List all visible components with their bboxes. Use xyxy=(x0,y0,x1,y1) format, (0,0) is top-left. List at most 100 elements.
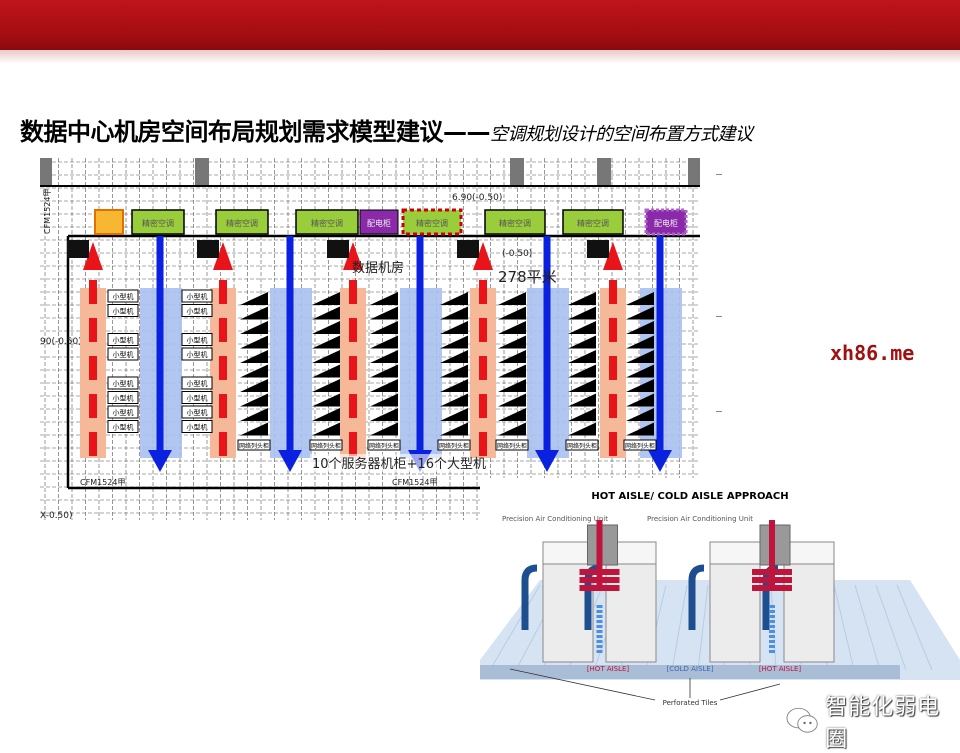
slide-title: 数据中心机房空间布局规划需求模型建议——空调规划设计的空间布置方式建议 xyxy=(20,112,753,147)
server-rack xyxy=(568,350,596,363)
server-rack xyxy=(312,379,340,392)
server-rack xyxy=(498,393,526,407)
crac-unit xyxy=(295,209,359,235)
server-rack xyxy=(498,306,526,320)
floor-tile-line xyxy=(833,584,855,671)
server-rack xyxy=(370,335,398,349)
server-rack xyxy=(312,422,340,436)
small-server-label: 小型机 xyxy=(187,292,208,301)
server-rack xyxy=(498,422,526,436)
structural-column xyxy=(195,158,209,186)
hot-air-return-arrow-icon xyxy=(579,520,620,591)
server-rack xyxy=(626,379,654,392)
server-rack xyxy=(370,350,398,363)
note-bg xyxy=(310,454,470,472)
network-cabinet xyxy=(309,439,343,451)
structural-column xyxy=(688,158,700,186)
rack-top xyxy=(783,541,835,565)
hot-air-arrow-up-icon xyxy=(83,242,103,270)
small-server-rack xyxy=(181,304,213,317)
rack-top xyxy=(709,541,761,565)
server-rack xyxy=(626,393,654,407)
small-server-label: 小型机 xyxy=(113,292,134,301)
header-banner xyxy=(0,0,960,50)
server-rack xyxy=(240,306,268,320)
network-cabinet-label-box xyxy=(587,240,609,258)
ups-cabinet xyxy=(359,209,399,235)
network-cabinet xyxy=(623,439,657,451)
network-cabinet-label-box xyxy=(457,240,479,258)
elevation-label: X-0.50) xyxy=(40,511,73,520)
server-rack xyxy=(440,408,468,421)
small-server-label: 小型机 xyxy=(187,408,208,417)
structural-column xyxy=(40,158,52,186)
server-rack xyxy=(626,364,654,378)
server-rack xyxy=(498,364,526,378)
hot-aisle-label: [HOT AISLE] xyxy=(759,665,802,673)
small-server-label: 小型机 xyxy=(113,307,134,316)
server-rack xyxy=(440,422,468,436)
server-rack xyxy=(240,393,268,407)
server-rack xyxy=(626,408,654,421)
server-rack xyxy=(312,350,340,363)
small-server-label: 小型机 xyxy=(113,394,134,403)
server-rack xyxy=(240,364,268,378)
capacity-note: 10个服务器机柜+16个大型机 xyxy=(312,456,486,472)
title-separator: —— xyxy=(443,118,491,146)
small-server-rack xyxy=(107,347,139,361)
floor-tile-line xyxy=(854,584,881,671)
brand-text: 智能化弱电圈 xyxy=(825,695,941,752)
small-server-label: 小型机 xyxy=(187,336,208,345)
floor-tile-line xyxy=(875,584,907,671)
network-cabinet xyxy=(495,439,529,451)
server-rack xyxy=(440,321,468,334)
power-cabinet xyxy=(94,209,124,235)
hot-air-arrow-up-icon xyxy=(213,242,233,270)
small-server-rack xyxy=(181,333,213,346)
side-tick xyxy=(716,174,722,175)
rack-top xyxy=(542,541,594,565)
hot-aisle-label: [HOT AISLE] xyxy=(587,665,630,673)
small-server-rack xyxy=(107,405,139,419)
door-label: CFM1524甲 xyxy=(392,478,437,487)
server-rack xyxy=(626,321,654,334)
server-rack xyxy=(370,408,398,421)
small-server-label: 小型机 xyxy=(113,408,134,417)
structural-column xyxy=(510,158,524,186)
elevation-label: (-0.50) xyxy=(502,249,532,259)
server-rack xyxy=(440,292,468,305)
ups-label: 配电柜 xyxy=(367,218,391,228)
small-server-label: 小型机 xyxy=(187,350,208,359)
server-rack xyxy=(240,379,268,392)
small-server-label: 小型机 xyxy=(113,423,134,432)
structural-column xyxy=(597,158,611,186)
small-server-label: 小型机 xyxy=(187,379,208,388)
small-server-label: 小型机 xyxy=(187,423,208,432)
elevation-label: 6.90(-0.50) xyxy=(452,193,502,203)
server-rack xyxy=(568,306,596,320)
server-rack xyxy=(312,292,340,305)
crac-label: 精密空调 xyxy=(416,218,448,228)
server-rack xyxy=(626,422,654,436)
server-rack xyxy=(568,379,596,392)
hot-air-arrow-up-icon xyxy=(473,242,493,270)
crac-label: 精密空调 xyxy=(499,218,531,228)
server-rack xyxy=(568,408,596,421)
server-rack xyxy=(370,321,398,334)
drawing-cutoff xyxy=(480,478,700,520)
server-rack xyxy=(370,393,398,407)
crac-unit-planned xyxy=(401,208,463,236)
small-server-rack xyxy=(181,420,213,433)
title-subtitle: 空调规划设计的空间布置方式建议 xyxy=(490,124,753,145)
room-area: 278平米 xyxy=(498,268,557,286)
server-rack xyxy=(498,408,526,421)
room-name: 数据机房 xyxy=(352,260,404,276)
side-tick xyxy=(716,316,722,317)
server-rack xyxy=(370,306,398,320)
elevation-label: 90(-0.50) xyxy=(40,337,82,347)
crac-label: 精密空调 xyxy=(577,218,609,228)
server-rack xyxy=(240,335,268,349)
cold-air-arrow-down-icon xyxy=(278,450,302,472)
server-rack xyxy=(626,292,654,305)
floor-plan-drawing: 精密空调精密空调精密空调精密空调精密空调精密空调配电柜配电柜6.90(-0.50… xyxy=(40,158,700,520)
